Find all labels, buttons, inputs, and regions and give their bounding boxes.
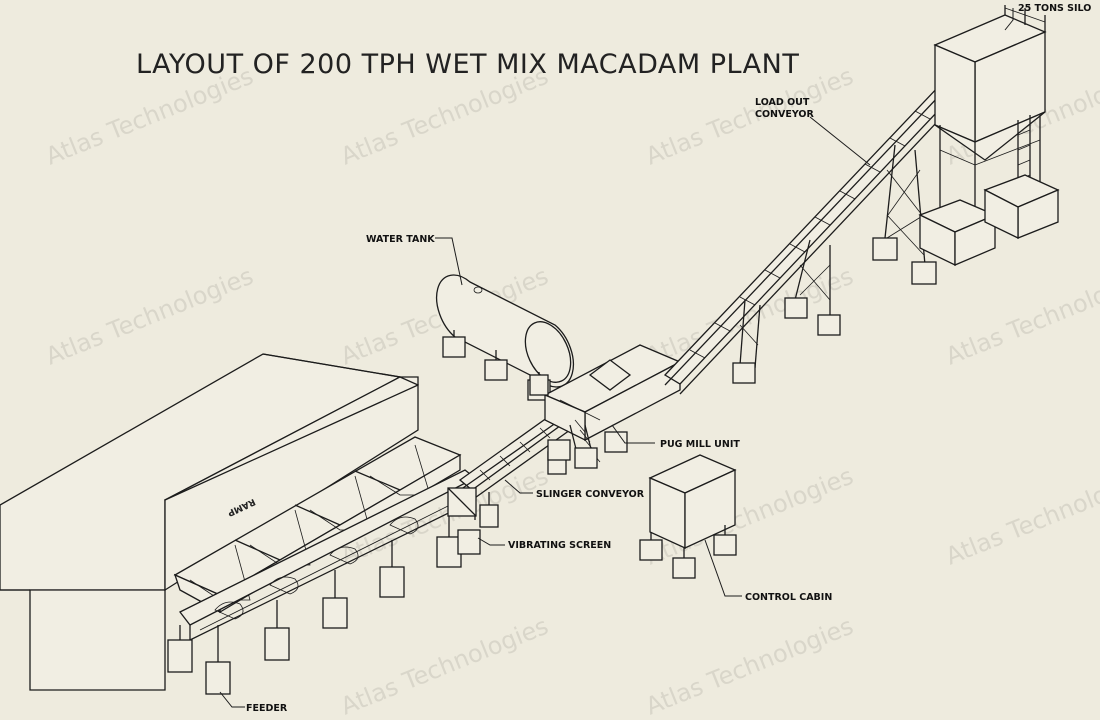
label-silo: 25 TONS SILO <box>1018 3 1091 14</box>
watermark-text: Atlas Technologies <box>42 262 257 371</box>
silo-25-tons <box>918 5 1060 267</box>
control-cabin <box>639 454 737 579</box>
feeder-pedestals <box>167 510 462 695</box>
label-control-cabin: CONTROL CABIN <box>745 592 832 603</box>
label-pug-mill: PUG MILL UNIT <box>660 439 740 450</box>
vibrating-screen <box>447 487 481 555</box>
label-load-out-line2: CONVEYOR <box>755 109 814 120</box>
label-feeder: FEEDER <box>246 703 288 714</box>
watermark-text: Atlas Technologies <box>942 462 1100 571</box>
pug-mill-unit <box>529 344 682 469</box>
label-vibrating-screen: VIBRATING SCREEN <box>508 540 611 551</box>
leader-lines <box>219 8 1014 708</box>
watermark-text: Atlas Technologies <box>642 612 857 720</box>
load-out-conveyor <box>663 84 957 395</box>
label-load-out-line1: LOAD OUT <box>755 97 810 108</box>
feeder-bins <box>173 436 477 641</box>
diagram-title: LAYOUT OF 200 TPH WET MIX MACADAM PLANT <box>136 49 799 80</box>
water-tank <box>435 274 575 401</box>
label-slinger-conveyor: SLINGER CONVEYOR <box>536 489 645 500</box>
watermark-text: Atlas Technologies <box>337 612 552 720</box>
labels: 25 TONS SILO LOAD OUT CONVEYOR WATER TAN… <box>246 3 1091 714</box>
ramp-structure: RAMP <box>0 353 419 691</box>
watermark-text: Atlas Technologies <box>942 262 1100 371</box>
label-water-tank: WATER TANK <box>366 234 435 245</box>
